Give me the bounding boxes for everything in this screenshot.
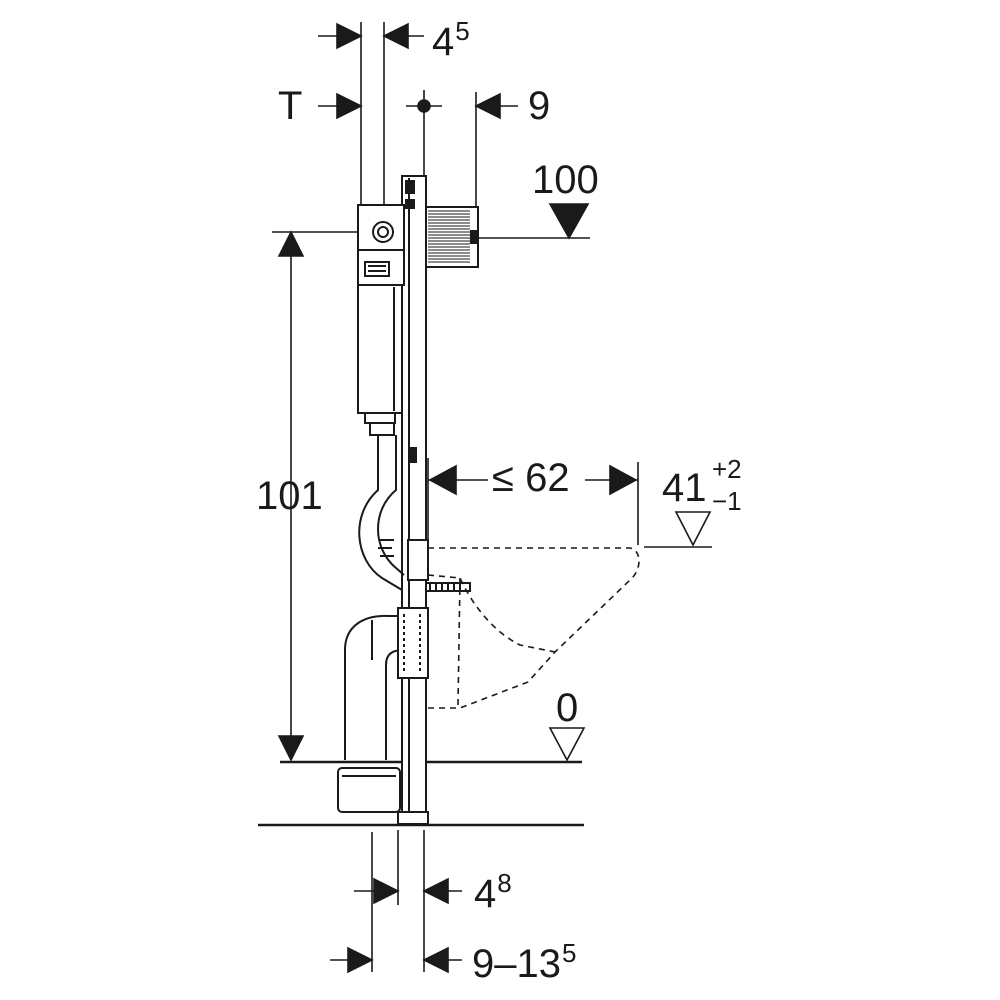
label-bottom-range: 9–135 (472, 940, 576, 984)
label-seat-height-plus: +2 (712, 454, 742, 484)
label-bottom-offset-sup: 8 (497, 868, 512, 898)
cistern-body (358, 285, 402, 435)
dim-bottom-range (330, 948, 462, 972)
flush-pipe (359, 435, 404, 590)
flush-plate-panel (426, 207, 478, 267)
label-depth-T: T (278, 84, 303, 128)
label-height-101: 101 (256, 474, 323, 518)
wc-pan-outline (428, 548, 639, 708)
label-reach: ≤ 62 (492, 456, 570, 500)
drain-box (338, 768, 400, 812)
label-seat-height-minus: −1 (712, 486, 742, 516)
label-height-100: 100 (532, 158, 599, 202)
dim-seat-height (644, 512, 712, 547)
label-bottom-offset: 48 (474, 870, 512, 914)
dim-floor-zero (550, 728, 584, 760)
dim-right-offset (406, 90, 518, 207)
label-top-offset: 45 (432, 18, 470, 62)
label-bottom-range-sup: 5 (561, 938, 577, 968)
waste-elbow (345, 608, 428, 760)
label-seat-height-base: 41 (662, 466, 707, 510)
dim-height-100 (478, 204, 590, 238)
label-floor-zero: 0 (556, 686, 579, 730)
label-bottom-range-base: 9–13 (472, 942, 561, 986)
label-bottom-offset-base: 4 (474, 872, 497, 916)
label-top-offset-sup: 5 (455, 16, 470, 46)
dim-bottom-offset (354, 830, 462, 972)
dim-top-offset (318, 22, 424, 205)
label-seat-height: 41 (662, 468, 707, 508)
dim-depth-T (318, 94, 361, 118)
cistern-top (358, 205, 404, 285)
frame-post (398, 176, 428, 824)
label-right-offset: 9 (528, 84, 551, 128)
label-top-offset-base: 4 (432, 20, 455, 64)
dim-reach (428, 458, 638, 548)
dim-height-101 (272, 232, 358, 760)
